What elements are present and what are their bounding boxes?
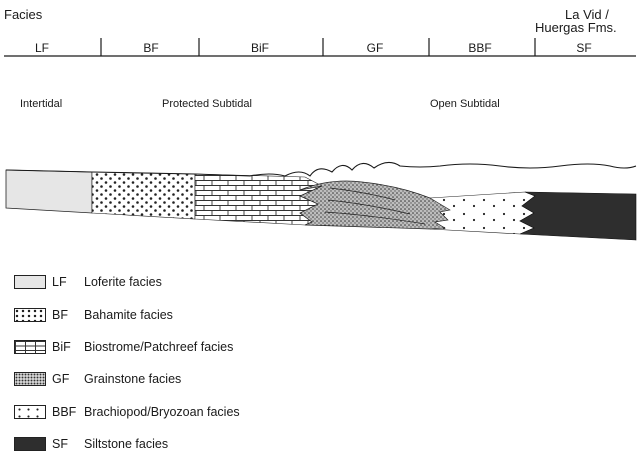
bahamite-swatch [14,308,46,322]
legend-label: Loferite facies [84,275,162,289]
legend-item-loferite: LF Loferite facies [14,266,240,298]
legend-item-biostrome: BiF Biostrome/Patchreef facies [14,331,240,363]
legend-label: Brachiopod/Bryozoan facies [84,405,240,419]
loferite-swatch [14,275,46,289]
siltstone-swatch [14,437,46,451]
legend-code: LF [52,275,84,289]
legend-code: GF [52,372,84,386]
legend-item-grainstone: GF Grainstone facies [14,363,240,395]
legend-item-bahamite: BF Bahamite facies [14,298,240,330]
legend-label: Bahamite facies [84,308,173,322]
legend: LF Loferite facies BF Bahamite facies Bi… [14,266,240,460]
loferite-body [6,170,92,213]
biostrome-swatch [14,340,46,354]
legend-label: Grainstone facies [84,372,181,386]
bahamite-body [92,172,195,219]
legend-code: BBF [52,405,84,419]
legend-item-brachiopod-bryozoan: BBF Brachiopod/Bryozoan facies [14,396,240,428]
brachiopod-bryozoan-swatch [14,405,46,419]
siltstone-body [520,192,636,240]
legend-code: BF [52,308,84,322]
brachiopod-bryozoan-body [430,192,535,234]
legend-code: SF [52,437,84,451]
legend-code: BiF [52,340,84,354]
grainstone-body [300,181,450,229]
biostrome-body [195,174,322,225]
legend-label: Biostrome/Patchreef facies [84,340,233,354]
legend-item-siltstone: SF Siltstone facies [14,428,240,460]
legend-label: Siltstone facies [84,437,168,451]
grainstone-swatch [14,372,46,386]
